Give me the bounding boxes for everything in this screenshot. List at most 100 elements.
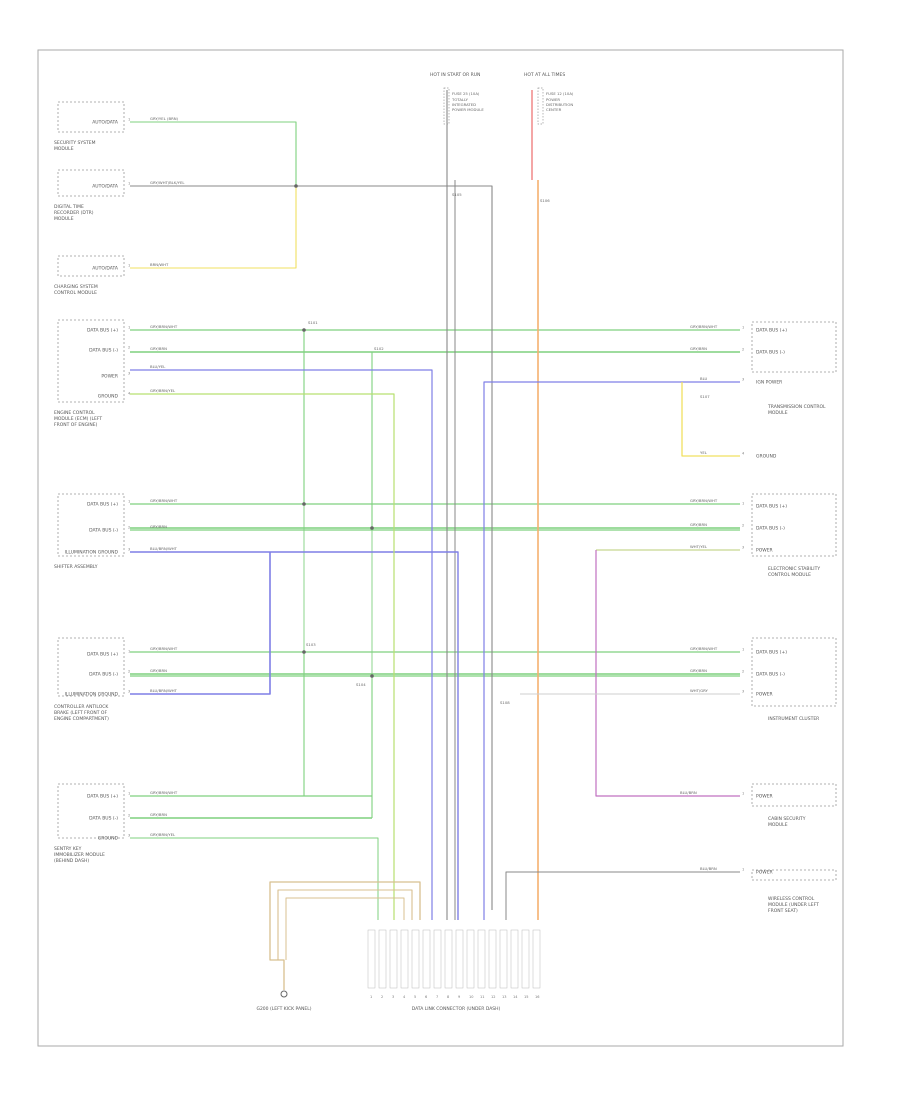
module-pin-label: AUTO/DATA (92, 266, 119, 272)
connector-pin-number: 1 (370, 995, 372, 999)
pin-number: 3 (742, 546, 744, 550)
pin-number: 3 (128, 372, 130, 376)
wire-color-label: GRY/BRN (150, 668, 167, 673)
module-name-m2: RECORDER (DTR) (54, 210, 94, 216)
module-name-m4: ENGINE CONTROL (54, 410, 95, 416)
charging-data-wire (130, 186, 297, 269)
ground-name: G200 (LEFT KICK PANEL) (256, 1006, 311, 1012)
module-pin-label: DATA BUS (+) (87, 328, 118, 334)
module-name-r3: INSTRUMENT CLUSTER (768, 716, 819, 722)
fuse-label: FUSE 25 (10A) (452, 91, 480, 96)
module-pin-label: DATA BUS (-) (89, 816, 118, 822)
pin-number: 4 (742, 452, 745, 456)
pin-number: 1 (128, 182, 130, 186)
connector-cavity (532, 929, 541, 989)
tcm-power-wire (483, 381, 740, 920)
splice-label: S106 (540, 198, 550, 203)
module-name-m1: MODULE (54, 146, 74, 152)
splice-label: S101 (308, 320, 318, 325)
wire-color-label: GRY/BRN (690, 346, 707, 351)
fuse-box-label: POWER MODULE (452, 107, 484, 112)
connector-cavity (400, 929, 409, 989)
splice-label: S107 (700, 394, 710, 399)
module-box-m6 (57, 637, 125, 697)
connector-pin-number: 3 (392, 995, 394, 999)
ground-wire (269, 881, 421, 990)
module-box-m4 (57, 319, 125, 403)
ground-symbol (280, 990, 288, 998)
module-name-m3: CHARGING SYSTEM (54, 284, 98, 290)
connector-cavity (466, 929, 475, 989)
module-box-r2 (751, 493, 837, 557)
wire-color-label: GRY/BRN/YEL (150, 388, 176, 393)
wire-color-label: BLU/YEL (150, 364, 166, 369)
wire-color-label: BRN/WHT (150, 262, 169, 267)
module-pin-label: DATA BUS (-) (89, 348, 118, 354)
wire-color-label: GRY/BRN/WHT (690, 646, 718, 651)
module-name-r1: MODULE (768, 410, 788, 416)
pin-number: 1 (128, 118, 130, 122)
wire-color-label: BLU/BRN (680, 790, 697, 795)
connector-pin-number: 16 (535, 995, 539, 999)
connector-cavity (422, 929, 431, 989)
wire-color-label: WHT/GRY (690, 688, 709, 693)
wireless-module-power-wire (505, 871, 740, 920)
module-pin-label: DATA BUS (+) (756, 328, 787, 334)
pin-number: 1 (742, 792, 744, 796)
module-pin-label: DATA BUS (-) (89, 528, 118, 534)
connector-pin-number: 7 (436, 995, 438, 999)
connector-cavity (521, 929, 530, 989)
splice-dot (370, 674, 374, 678)
module-name-m6: CONTROLLER ANTILOCK (54, 704, 109, 710)
pin-number: 3 (128, 834, 130, 838)
splice-dot (302, 650, 306, 654)
wire-color-label: BLU/BRN/WHT (150, 688, 178, 693)
splice-dot (302, 328, 306, 332)
module-name-m4: FRONT OF ENGINE) (54, 422, 98, 428)
pin-number: 1 (128, 792, 130, 796)
pin-number: 3 (742, 378, 744, 382)
diagram-frame (37, 49, 844, 1047)
module-name-r2: ELECTRONIC STABILITY (768, 566, 820, 572)
wire-color-label: GRY/BRN (150, 812, 167, 817)
pin-number: 2 (742, 348, 744, 352)
wire-color-label: GRY/BRN/WHT (150, 646, 178, 651)
module-name-m1: SECURITY SYSTEM (54, 140, 96, 146)
module-name-r4: MODULE (768, 822, 788, 828)
pin-number: 1 (742, 502, 744, 506)
module-pin-label: POWER (756, 870, 773, 876)
wire-color-label: GRY/BRN (690, 668, 707, 673)
fuse-box-label: DISTRIBUTION (546, 102, 573, 107)
connector-pin-number: 6 (425, 995, 427, 999)
ecm-power-wire (130, 369, 433, 920)
abs-illumination-wire (130, 552, 271, 695)
fuse-label: FUSE 12 (10A) (546, 91, 574, 96)
module-name-r5: WIRELESS CONTROL (768, 896, 815, 902)
module-pin-label: IGN POWER (756, 380, 782, 386)
module-name-m3: CONTROL MODULE (54, 290, 97, 296)
pin-number: 1 (742, 868, 744, 872)
pin-number: 1 (128, 326, 130, 330)
power-source-name: HOT AT ALL TIMES (524, 72, 565, 78)
module-box-r4 (751, 783, 837, 807)
dtr-data-wire (130, 185, 493, 910)
wire-color-label: YEL (700, 450, 708, 455)
wire-color-label: GRY/BRN/WHT (690, 498, 718, 503)
connector-cavity (488, 929, 497, 989)
module-name-m7: (BEHIND DASH) (54, 858, 89, 864)
shifter-illumination-wire (130, 551, 459, 920)
splice-label: S108 (500, 700, 510, 705)
module-pin-label: AUTO/DATA (92, 184, 119, 190)
pin-number: 4 (128, 392, 131, 396)
pin-number: 3 (128, 690, 130, 694)
splice-dot (294, 184, 298, 188)
pin-number: 2 (742, 524, 744, 528)
module-pin-label: ILLUMINATION GROUND (65, 550, 119, 556)
module-pin-label: DATA BUS (-) (756, 350, 785, 356)
wire-color-label: GRY/BRN (150, 346, 167, 351)
module-name-m4: MODULE (ECM) (LEFT (54, 416, 102, 422)
wire-color-label: GRY/YEL (BRN) (150, 116, 179, 121)
connector-name: DATA LINK CONNECTOR (UNDER DASH) (412, 1006, 501, 1012)
